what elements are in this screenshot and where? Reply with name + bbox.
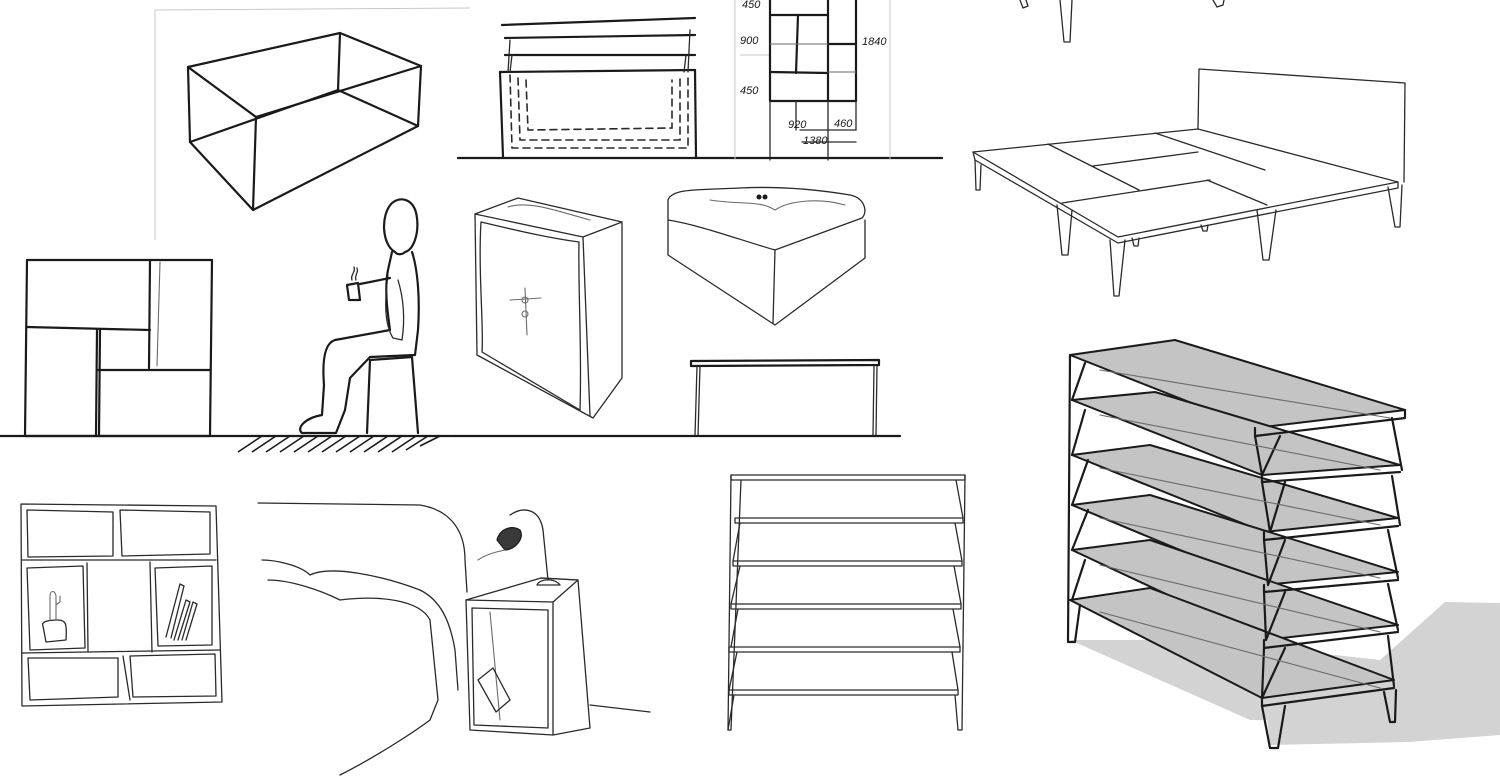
upholstered-cube-sketch xyxy=(474,197,623,419)
stacked-shelving-unit-sketch xyxy=(1066,339,1500,750)
dim-height-total: 1840 xyxy=(862,36,887,48)
open-box-frame-sketch xyxy=(186,31,423,212)
paper-edge xyxy=(154,7,471,240)
partial-table-legs-sketch xyxy=(1019,0,1225,43)
seated-figure-sketch xyxy=(237,198,441,453)
bed-and-nightstand-sketch xyxy=(257,502,651,776)
cubby-bookcase-sketch xyxy=(20,503,223,707)
ladder-shelf-elevation-sketch xyxy=(727,474,966,731)
platform-bed-sketch xyxy=(972,68,1406,297)
nesting-boxes-elevation-sketch xyxy=(456,16,944,160)
low-bench-sketch xyxy=(453,358,902,438)
dim-height-bottom: 450 xyxy=(740,85,759,97)
dim-height-top: 450 xyxy=(742,0,761,11)
dim-width-left: 920 xyxy=(788,119,807,131)
pouf-ottoman-sketch xyxy=(667,186,866,326)
shelf-grid-elevation-sketch: 450 900 450 1840 920 460 1380 xyxy=(734,0,891,161)
dim-height-mid: 900 xyxy=(740,35,759,47)
dim-width-right: 460 xyxy=(834,118,853,130)
modular-cabinet-sketch xyxy=(0,258,457,438)
dim-width-total: 1380 xyxy=(803,135,828,147)
